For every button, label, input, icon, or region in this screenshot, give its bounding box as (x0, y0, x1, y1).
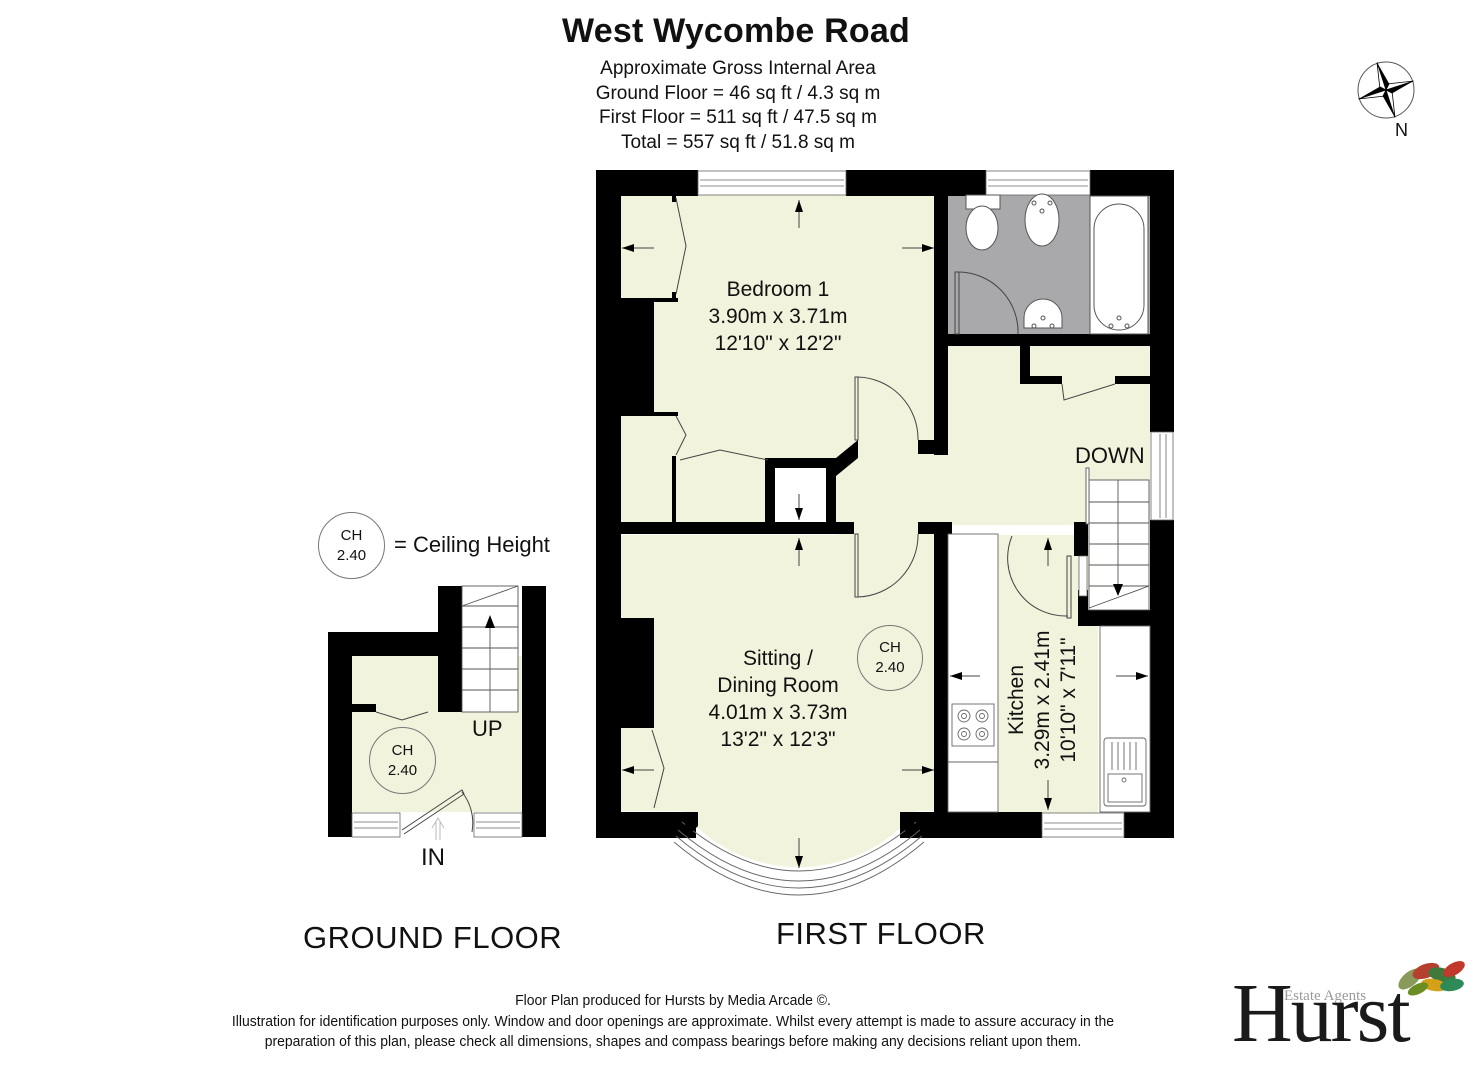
ceiling-height-badge-first-floor: CH 2.40 (857, 625, 923, 691)
door-swings (651, 197, 1116, 809)
room-bedroom-1: Bedroom 1 3.90m x 3.71m 12'10" x 12'2" (688, 276, 868, 357)
logo-wordmark: Hurst (1232, 967, 1411, 1060)
legend-ceiling-badge: CH 2.40 (318, 512, 385, 579)
kitchen-units (947, 533, 1151, 813)
disclaimer: Floor Plan produced for Hursts by Media … (0, 991, 1346, 1053)
leaves-logo-icon (1398, 961, 1465, 996)
ceiling-height-badge-ground-floor: CH 2.40 (369, 727, 436, 794)
property-name: West Wycombe Road (562, 12, 910, 50)
badge-line2: 2.40 (387, 761, 418, 779)
stairs-down-label: DOWN (1075, 443, 1145, 468)
room-name-line2: Dining Room (717, 674, 839, 697)
room-imperial-size: 10'10" x 7'11" (1057, 637, 1080, 763)
first-floor-plan (596, 170, 1174, 896)
room-metric-size: 4.01m x 3.73m (708, 701, 848, 724)
ground-floor-label: GROUND FLOOR (303, 920, 563, 955)
windows (697, 170, 1174, 838)
hurst-logo: Hurst Estate Agents (1228, 955, 1468, 1065)
disclaimer-line3: preparation of this plan, please check a… (264, 1033, 1082, 1050)
logo-subtitle: Estate Agents (1284, 988, 1367, 1004)
disclaimer-line1: Floor Plan produced for Hursts by Media … (515, 992, 831, 1009)
area-heading: Approximate Gross Internal Area (600, 58, 876, 79)
bay-window (673, 821, 925, 896)
compass-north-label: N (1395, 120, 1408, 140)
entrance-label: IN (421, 844, 445, 871)
entrance-door (401, 789, 474, 835)
room-imperial-size: 13'2" x 12'3" (720, 728, 836, 751)
disclaimer-line2: Illustration for identification purposes… (231, 1012, 1115, 1030)
room-name-line1: Sitting / (742, 647, 814, 670)
badge-line1: CH (340, 526, 363, 544)
room-imperial-size: 12'10" x 12'2" (714, 332, 842, 355)
area-summary: Approximate Gross Internal Area Ground F… (538, 57, 938, 155)
room-metric-size: 3.90m x 3.71m (708, 305, 848, 328)
room-metric-size: 3.29m x 2.41m (1031, 630, 1054, 770)
legend-text: = Ceiling Height (394, 532, 550, 557)
stairs-up-label: UP (472, 716, 503, 741)
badge-line2: 2.40 (336, 546, 367, 564)
room-name: Kitchen (1005, 664, 1028, 736)
first-floor-label: FIRST FLOOR (776, 916, 986, 951)
west-wall (596, 170, 621, 838)
ground-floor-plan (328, 585, 546, 840)
room-name: Bedroom 1 (726, 278, 830, 301)
room-sitting-dining: Sitting / Dining Room 4.01m x 3.73m 13'2… (688, 645, 868, 753)
stairs-up (461, 585, 519, 713)
badge-line2: 2.40 (875, 659, 905, 676)
total-area: Total = 557 sq ft / 51.8 sq m (621, 131, 855, 153)
compass-rose-icon (1357, 61, 1415, 119)
entrance-arrow-icon (431, 817, 445, 840)
first-floor-area: First Floor = 511 sq ft / 47.5 sq m (599, 107, 877, 128)
bathroom-fixtures (965, 193, 1149, 335)
ground-floor-area: Ground Floor = 46 sq ft / 4.3 sq m (595, 82, 881, 104)
room-kitchen: Kitchen 3.29m x 2.41m 10'10" x 7'11" (1004, 610, 1082, 790)
badge-line1: CH (391, 741, 414, 759)
page-title: West Wycombe Road (0, 12, 1476, 51)
badge-line1: CH (879, 639, 901, 656)
